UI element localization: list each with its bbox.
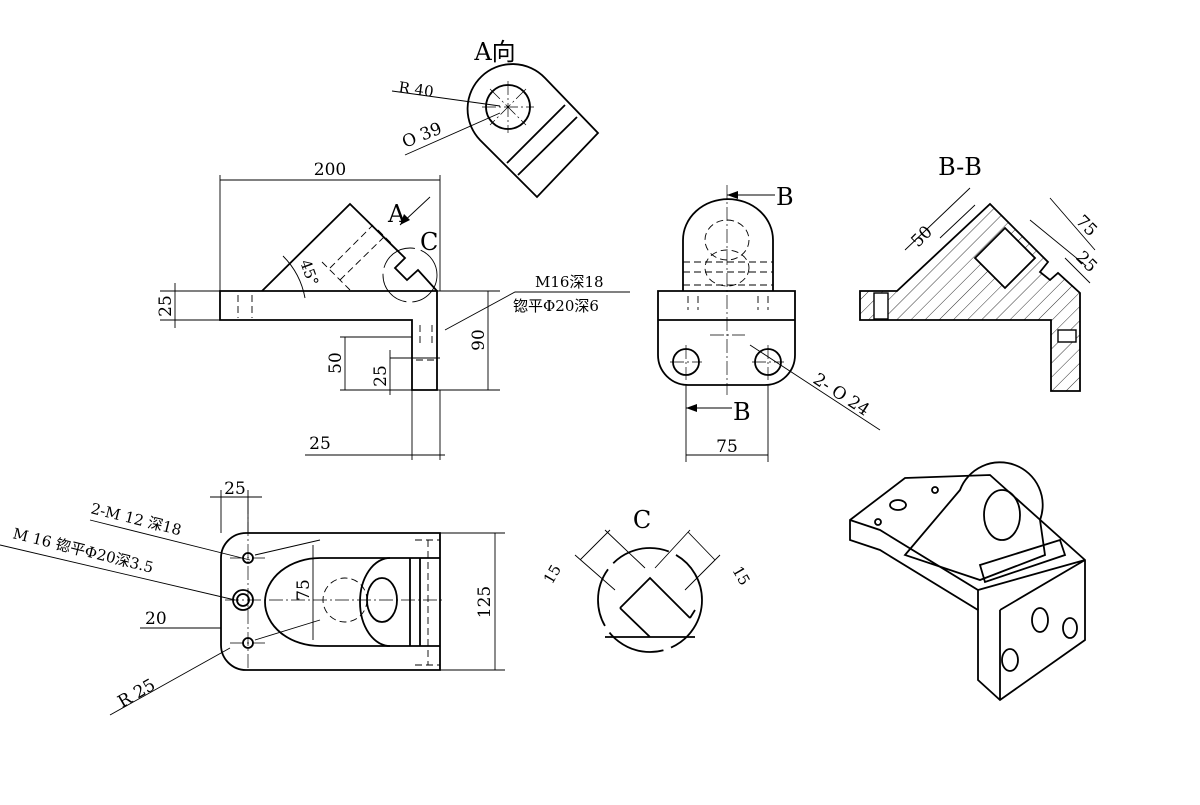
angle-45: 45° [296, 257, 322, 288]
note-m16-counterbore: M 16 锪平Φ20深3.5 [11, 524, 155, 576]
section-title: B-B [938, 153, 982, 181]
view-a-label: A [387, 200, 406, 228]
holes-note: 2- Ο 24 [809, 369, 873, 420]
radius-r25: R 25 [115, 675, 160, 712]
dim-50-section: 50 [907, 222, 936, 251]
top-view: 25 2-M 12 深18 M 16 锪平Φ20深3.5 20 75 125 R… [0, 479, 505, 716]
dim-50: 50 [326, 352, 346, 374]
isometric-view [849, 461, 1086, 702]
front-view: 200 25 90 50 25 25 45° A C M16深18 锪平Φ20深… [156, 160, 630, 460]
note-counterbore: 锪平Φ20深6 [513, 297, 599, 315]
view-a: A向 R 40 Ο 39 [391, 38, 600, 199]
detail-c-marker: C [420, 228, 438, 256]
view-a-title: A向 [473, 38, 515, 66]
dim-90: 90 [469, 329, 489, 351]
detail-c-title: C [633, 506, 651, 534]
dim-25-top: 25 [224, 479, 246, 499]
note-m16-depth: M16深18 [535, 273, 604, 291]
dim-25-section: 25 [1071, 247, 1100, 276]
dim-75-holes: 75 [716, 437, 738, 457]
dim-200: 200 [314, 160, 346, 180]
dim-15-right: 15 [729, 563, 754, 589]
dim-25-thickness: 25 [156, 295, 176, 317]
section-b-bottom: B [733, 398, 751, 426]
side-view: B B 75 2- Ο 24 [657, 183, 881, 462]
dim-20: 20 [145, 609, 167, 629]
section-b-top: B [776, 183, 794, 211]
dim-25-hole: 25 [371, 365, 391, 387]
detail-c: C 15 15 [540, 506, 754, 653]
dim-15-left: 15 [540, 561, 565, 587]
dim-75-section: 75 [1071, 211, 1100, 240]
dim-125: 125 [475, 586, 495, 618]
section-b-b: B-B 50 75 25 [859, 153, 1101, 392]
dim-25-leg: 25 [309, 434, 331, 454]
note-m12: 2-M 12 深18 [89, 499, 183, 539]
radius-r40: R 40 [397, 78, 434, 101]
dim-75-slot: 75 [294, 579, 314, 601]
